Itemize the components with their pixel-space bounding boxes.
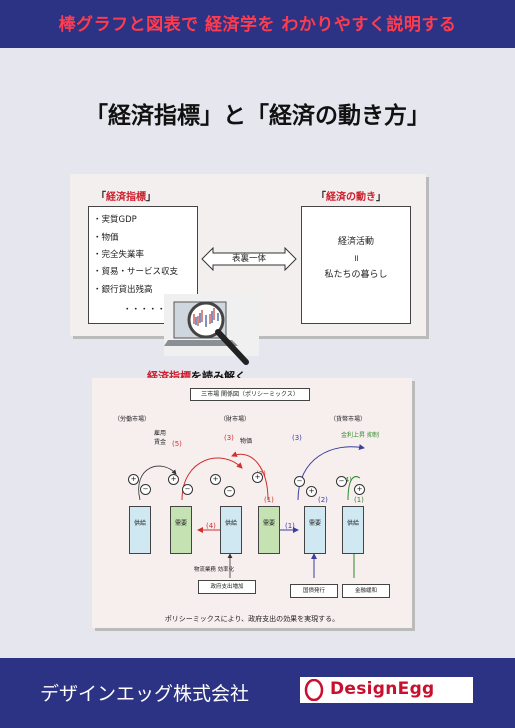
sign-circle: − — [294, 476, 305, 487]
economy-line: 私たちの暮らし — [324, 270, 388, 280]
bond-box: 国債発行 — [290, 584, 338, 598]
logo-text: DesignEgg — [330, 679, 435, 699]
step-number: (5) — [172, 440, 182, 448]
sign-circle: − — [140, 484, 151, 495]
page-title: 「経済指標」と「経済の動き方」 — [85, 103, 430, 129]
indicator-item: ・貿易・サービス収支 — [93, 267, 179, 277]
indicator-item: ・実質GDP — [93, 215, 137, 225]
step-number: (2) — [318, 496, 328, 504]
indicator-figure: 「経済指標」 ・実質GDP ・物価 ・完全失業率 ・貿易・サービス収支 ・銀行貸… — [70, 174, 426, 336]
economy-line: ॥ — [353, 254, 359, 264]
left-header: 「経済指標」 — [96, 192, 156, 203]
sign-circle: + — [168, 474, 179, 485]
sign-circle: − — [336, 476, 347, 487]
economy-line: 経済活動 — [337, 237, 374, 247]
step-number: (1) — [285, 522, 295, 530]
indicator-item: ・・・・・ — [123, 305, 166, 315]
supply-column: 供給 — [220, 506, 242, 554]
step-number: (3) — [292, 434, 302, 442]
double-arrow: 表裏一体 — [201, 246, 297, 272]
header-title: 棒グラフと図表で 経済学を わかりやすく説明する — [58, 15, 457, 35]
diagram-title: 三市場 関係図（ポリシーミックス） — [190, 388, 310, 401]
price-label: 物価 — [240, 438, 253, 445]
demand-column: 需要 — [304, 506, 326, 554]
wage-label: 賃金 — [154, 439, 167, 446]
gov-spending-box: 政府支出増加 — [198, 580, 256, 594]
sign-circle: − — [224, 486, 235, 497]
step-number: (1) — [264, 496, 274, 504]
right-header: 「経済の動き」 — [316, 192, 386, 203]
magnifier-icon — [164, 294, 259, 365]
supply-column: 供給 — [129, 506, 151, 554]
sign-circle: − — [182, 484, 193, 495]
indicator-item: ・完全失業率 — [93, 250, 145, 260]
economy-box: 経済活動 ॥ 私たちの暮らし — [301, 206, 411, 324]
sign-circle: + — [252, 472, 263, 483]
sign-circle: + — [354, 484, 365, 495]
supply-column: 供給 — [342, 506, 364, 554]
sign-circle: + — [128, 474, 139, 485]
header-band: 棒グラフと図表で 経済学を わかりやすく説明する — [0, 0, 515, 48]
policy-label: 物流業務 効率化 — [193, 567, 235, 573]
double-arrow-icon — [201, 246, 297, 272]
indicator-item: ・物価 — [93, 233, 119, 243]
step-number: (4) — [206, 522, 216, 530]
step-number: (1) — [354, 496, 364, 504]
indicator-item: ・銀行貸出残高 — [93, 285, 153, 295]
footer-band: デザインエッグ株式会社 DesignEgg — [0, 658, 515, 728]
magnifier-illustration — [164, 294, 259, 372]
indicator-box: ・実質GDP ・物価 ・完全失業率 ・貿易・サービス収支 ・銀行貸出残高 ・・・… — [88, 206, 198, 324]
company-name: デザインエッグ株式会社 — [40, 683, 250, 705]
market-label: （貨幣市場） — [330, 416, 367, 423]
sign-circle: + — [210, 474, 221, 485]
sign-circle: + — [306, 486, 317, 497]
designegg-logo: DesignEgg — [300, 677, 473, 703]
step-number: (3) — [224, 434, 234, 442]
market-label: （労働市場） — [114, 416, 151, 423]
diagram-caption: ポリシーミックスにより、政府支出の効果を実現する。 — [164, 615, 340, 623]
employment-label: 雇用 — [154, 430, 167, 437]
policy-mix-diagram: 三市場 関係図（ポリシーミックス） （労働市場） （財市場） （貨幣市場） 雇用… — [92, 378, 412, 628]
egg-icon — [304, 679, 324, 701]
demand-column: 需要 — [170, 506, 192, 554]
demand-column: 需要 — [258, 506, 280, 554]
monetary-box: 金融緩和 — [342, 584, 390, 598]
arrow-label: 表裏一体 — [231, 254, 266, 264]
interest-label: 金利上昇 抑制 — [341, 432, 379, 439]
market-label: （財市場） — [220, 416, 251, 423]
